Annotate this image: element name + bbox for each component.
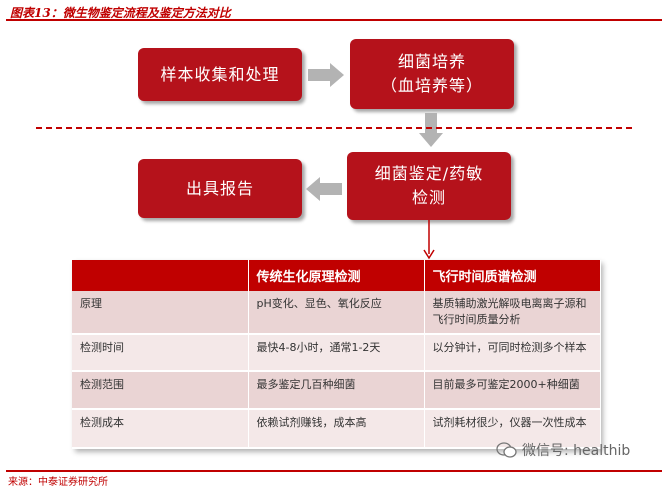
flow-box-identification: 细菌鉴定/药敏 检测: [347, 152, 511, 220]
table-header-row: 传统生化原理检测 飞行时间质谱检测: [72, 260, 601, 291]
table-header-blank: [72, 260, 249, 291]
figure-title: 图表13：微生物鉴定流程及鉴定方法对比: [10, 6, 231, 20]
flow-box-identification-line1: 细菌鉴定/药敏: [374, 164, 484, 183]
flow-box-bacterial-culture: 细菌培养 （血培养等）: [350, 39, 514, 109]
header-rule: [6, 19, 662, 21]
table-row: 检测范围 最多鉴定几百种细菌 目前最多可鉴定2000+种细菌: [72, 371, 601, 410]
maldi-cell: 目前最多可鉴定2000+种细菌: [424, 371, 601, 410]
row-label: 检测成本: [72, 409, 249, 449]
traditional-cell: pH变化、显色、氧化反应: [248, 291, 425, 335]
wechat-icon: [496, 442, 517, 458]
flow-box-culture-line1: 细菌培养: [397, 52, 466, 71]
flow-box-culture-line2: （血培养等）: [380, 76, 483, 95]
traditional-cell: 最多鉴定几百种细菌: [248, 371, 425, 410]
footer-rule: [6, 470, 662, 472]
traditional-cell: 最快4-8小时，通常1-2天: [248, 334, 425, 372]
table-header-traditional: 传统生化原理检测: [248, 260, 425, 291]
traditional-cell: 依赖试剂赚钱，成本高: [248, 409, 425, 449]
row-label: 原理: [72, 291, 249, 335]
flow-box-sample-collection: 样本收集和处理: [138, 48, 302, 101]
row-label: 检测范围: [72, 371, 249, 410]
wechat-watermark: 微信号: healthib: [496, 440, 630, 460]
maldi-cell: 以分钟计，可同时检测多个样本: [424, 334, 601, 372]
comparison-table: 传统生化原理检测 飞行时间质谱检测 原理 pH变化、显色、氧化反应 基质辅助激光…: [72, 260, 601, 449]
flow-box-sample-collection-label: 样本收集和处理: [160, 64, 280, 84]
arrow-right-icon: [308, 63, 344, 87]
row-label: 检测时间: [72, 334, 249, 372]
maldi-cell: 基质辅助激光解吸电离离子源和飞行时间质量分析: [424, 291, 601, 335]
flow-box-identification-line2: 检测: [411, 188, 446, 207]
table-row: 原理 pH变化、显色、氧化反应 基质辅助激光解吸电离离子源和飞行时间质量分析: [72, 291, 601, 335]
table-header-maldi: 飞行时间质谱检测: [424, 260, 601, 291]
flow-box-report-label: 出具报告: [185, 178, 254, 198]
flow-box-report: 出具报告: [138, 159, 302, 218]
section-divider: [36, 127, 632, 129]
connector-arrow-icon: [423, 220, 435, 260]
arrow-left-icon: [306, 177, 342, 201]
watermark-text: 微信号: healthib: [522, 443, 631, 459]
arrow-down-icon: [419, 113, 443, 147]
table-row: 检测时间 最快4-8小时，通常1-2天 以分钟计，可同时检测多个样本: [72, 334, 601, 372]
source-note: 来源：中泰证券研究所: [8, 477, 108, 488]
